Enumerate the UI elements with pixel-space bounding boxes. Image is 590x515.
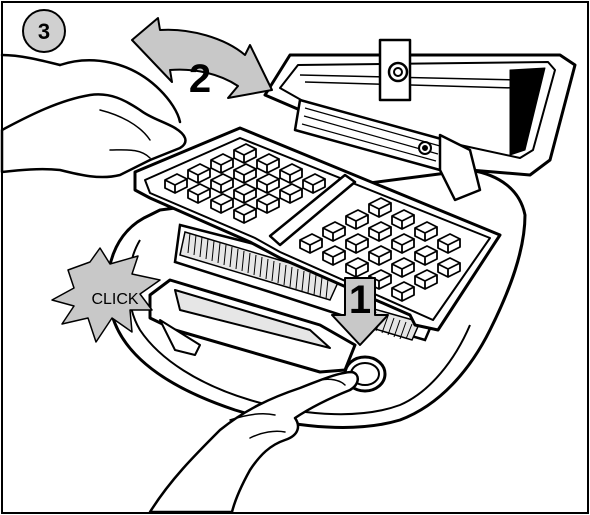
down-arrow-label: 1: [349, 278, 371, 322]
step-number: 3: [38, 19, 50, 44]
click-label: CLICK: [91, 291, 138, 308]
step-badge: 3: [23, 10, 65, 52]
rotate-arrow-label: 2: [189, 57, 211, 101]
